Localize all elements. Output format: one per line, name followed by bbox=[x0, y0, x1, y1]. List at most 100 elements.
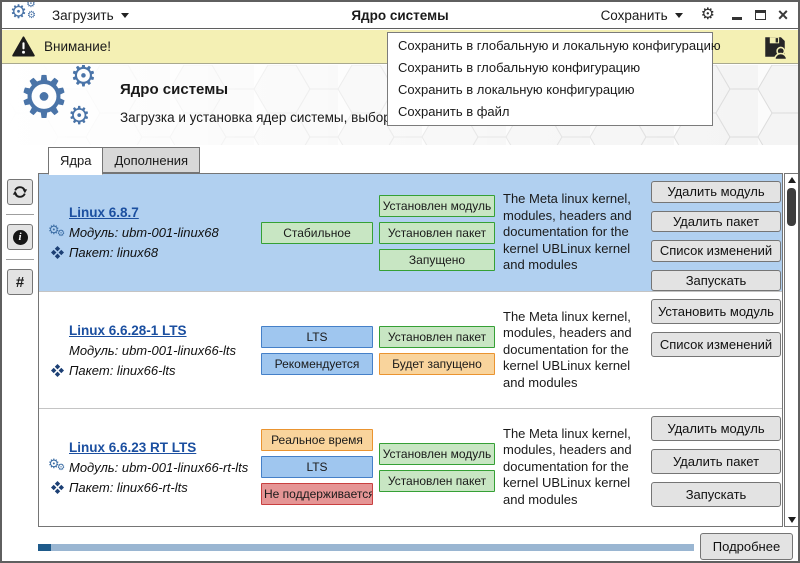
package-label: Пакет: linux66-lts bbox=[69, 362, 176, 378]
minimize-button[interactable] bbox=[729, 7, 745, 23]
module-gears-icon: ⚙⚙ bbox=[48, 456, 66, 472]
kernel-actions: Установить модуль Список изменений bbox=[651, 292, 781, 408]
status-badge: Установлен модуль bbox=[379, 442, 495, 465]
tab-bar: Ядра Дополнения bbox=[48, 147, 201, 175]
title-bar: ⚙ ⚙ ⚙ Загрузить Ядро системы Сохранить ⚙… bbox=[2, 2, 798, 29]
changelog-button[interactable]: Список изменений bbox=[651, 240, 781, 262]
package-label: Пакет: linux68 bbox=[69, 245, 159, 260]
info-icon: i bbox=[12, 229, 28, 245]
side-toolbar: i # bbox=[6, 179, 34, 295]
install-module-button[interactable]: Установить модуль bbox=[651, 299, 781, 324]
tag-badges: Реальное время LTS Не поддерживается bbox=[261, 409, 373, 525]
module-label: Модуль: ubm-001-linux66-rt-lts bbox=[69, 459, 249, 475]
remove-module-button[interactable]: Удалить модуль bbox=[651, 416, 781, 441]
hash-icon: # bbox=[15, 273, 25, 291]
boot-button[interactable]: Запускать bbox=[651, 482, 781, 507]
minimize-icon bbox=[732, 17, 742, 20]
vertical-scrollbar[interactable] bbox=[784, 173, 798, 527]
kernel-description: The Meta linux kernel, modules, headers … bbox=[503, 425, 632, 507]
progress-bar bbox=[38, 544, 694, 551]
progress-bar-fill bbox=[38, 544, 51, 551]
tag-badge: Реальное время bbox=[261, 429, 373, 451]
status-badges: Установлен модуль Установлен пакет Запущ… bbox=[379, 174, 495, 291]
app-gears-logo-icon: ⚙ ⚙ ⚙ bbox=[10, 0, 36, 23]
tag-badges: Стабильное bbox=[261, 174, 373, 291]
kernel-list: Linux 6.8.7 ⚙⚙ Модуль: ubm-001-linux68 П… bbox=[38, 173, 783, 527]
toolbar-separator bbox=[6, 259, 34, 260]
tag-badge: Не поддерживается bbox=[261, 483, 373, 505]
close-button[interactable]: × bbox=[775, 5, 791, 25]
remove-package-button[interactable]: Удалить пакет bbox=[651, 210, 781, 232]
info-button[interactable]: i bbox=[7, 224, 33, 250]
floppy-user-icon bbox=[765, 36, 788, 60]
hash-button[interactable]: # bbox=[7, 269, 33, 295]
tag-badges: LTS Рекомендуется bbox=[261, 292, 373, 408]
changelog-button[interactable]: Список изменений bbox=[651, 332, 781, 357]
scrollbar-thumb[interactable] bbox=[787, 188, 796, 226]
tag-badge: Стабильное bbox=[261, 221, 373, 244]
kernel-actions: Удалить модуль Удалить пакет Запускать bbox=[651, 409, 781, 525]
menu-item-save-local[interactable]: Сохранить в локальную конфигурацию bbox=[398, 82, 635, 97]
kernel-link[interactable]: Linux 6.8.7 bbox=[69, 205, 139, 220]
kernel-info: Linux 6.6.23 RT LTS ⚙⚙ Модуль: ubm-001-l… bbox=[45, 409, 255, 525]
status-badge: Установлен пакет bbox=[379, 221, 495, 244]
maximize-button[interactable] bbox=[752, 7, 768, 23]
tag-badge: LTS bbox=[261, 325, 373, 348]
boot-button[interactable]: Запускать bbox=[651, 269, 781, 291]
kernel-actions: Удалить модуль Удалить пакет Список изме… bbox=[651, 174, 781, 291]
menu-item-save-global[interactable]: Сохранить в глобальную конфигурацию bbox=[398, 60, 641, 75]
refresh-icon bbox=[12, 186, 28, 198]
details-button[interactable]: Подробнее bbox=[700, 533, 793, 560]
scroll-down-arrow-icon[interactable] bbox=[787, 517, 796, 523]
settings-gear-icon[interactable]: ⚙ bbox=[700, 6, 715, 23]
page-title: Ядро системы bbox=[120, 81, 229, 98]
kernel-link[interactable]: Linux 6.6.28-1 LTS bbox=[69, 322, 187, 338]
kernel-row-linux-6628-lts[interactable]: Linux 6.6.28-1 LTS Модуль: ubm-001-linux… bbox=[39, 291, 782, 408]
tag-badge: Рекомендуется bbox=[261, 352, 373, 375]
tab-kernels[interactable]: Ядра bbox=[48, 147, 104, 175]
maximize-icon bbox=[754, 10, 766, 20]
kernel-description: The Meta linux kernel, modules, headers … bbox=[503, 308, 632, 390]
kernel-description: The Meta linux kernel, modules, headers … bbox=[503, 191, 632, 273]
status-badges: Установлен пакет Будет запущено bbox=[379, 292, 495, 408]
status-badge: Установлен пакет bbox=[379, 469, 495, 492]
remove-package-button[interactable]: Удалить пакет bbox=[651, 449, 781, 474]
menu-item-save-file[interactable]: Сохранить в файл bbox=[398, 104, 510, 119]
status-badge: Будет запущено bbox=[379, 352, 495, 375]
save-menu-label: Сохранить bbox=[600, 7, 668, 23]
toolbar-separator bbox=[6, 214, 34, 215]
load-menu-button[interactable]: Загрузить bbox=[52, 8, 129, 23]
warning-triangle-icon bbox=[12, 36, 35, 57]
package-icon bbox=[45, 363, 69, 377]
titlebar-right: Сохранить ⚙ × bbox=[589, 5, 798, 25]
kernel-row-linux-6623-rt-lts[interactable]: Linux 6.6.23 RT LTS ⚙⚙ Модуль: ubm-001-l… bbox=[39, 408, 782, 525]
remove-module-button[interactable]: Удалить модуль bbox=[651, 181, 781, 203]
package-icon bbox=[45, 246, 69, 259]
module-label: Модуль: ubm-001-linux68 bbox=[69, 225, 219, 240]
tag-badge: LTS bbox=[261, 456, 373, 478]
chevron-down-icon bbox=[674, 12, 683, 18]
close-icon: × bbox=[777, 5, 789, 25]
kernel-link[interactable]: Linux 6.6.23 RT LTS bbox=[69, 439, 197, 455]
save-config-user-button[interactable] bbox=[762, 34, 788, 60]
module-gears-icon: ⚙⚙ bbox=[48, 221, 66, 238]
kernel-row-linux-687[interactable]: Linux 6.8.7 ⚙⚙ Модуль: ubm-001-linux68 П… bbox=[39, 174, 782, 291]
load-menu-label: Загрузить bbox=[52, 7, 114, 23]
refresh-button[interactable] bbox=[7, 179, 33, 205]
package-label: Пакет: linux66-rt-lts bbox=[69, 479, 188, 495]
status-badge: Запущено bbox=[379, 248, 495, 271]
tab-addons[interactable]: Дополнения bbox=[102, 147, 201, 173]
save-menu-button[interactable]: Сохранить bbox=[601, 8, 683, 23]
package-icon bbox=[45, 480, 69, 494]
kernel-info: Linux 6.8.7 ⚙⚙ Модуль: ubm-001-linux68 П… bbox=[45, 174, 255, 291]
window-title: Ядро системы bbox=[351, 7, 449, 23]
menu-item-save-global-local[interactable]: Сохранить в глобальную и локальную конфи… bbox=[398, 38, 721, 53]
scroll-up-arrow-icon[interactable] bbox=[787, 177, 796, 183]
kernel-gears-icon: ⚙ ⚙ ⚙ bbox=[18, 65, 97, 130]
save-dropdown-menu: Сохранить в глобальную и локальную конфи… bbox=[387, 32, 721, 126]
status-badge: Установлен модуль bbox=[379, 194, 495, 217]
status-badges: Установлен модуль Установлен пакет bbox=[379, 409, 495, 525]
warning-label: Внимание! bbox=[44, 39, 112, 54]
module-label: Модуль: ubm-001-linux66-lts bbox=[69, 342, 237, 358]
